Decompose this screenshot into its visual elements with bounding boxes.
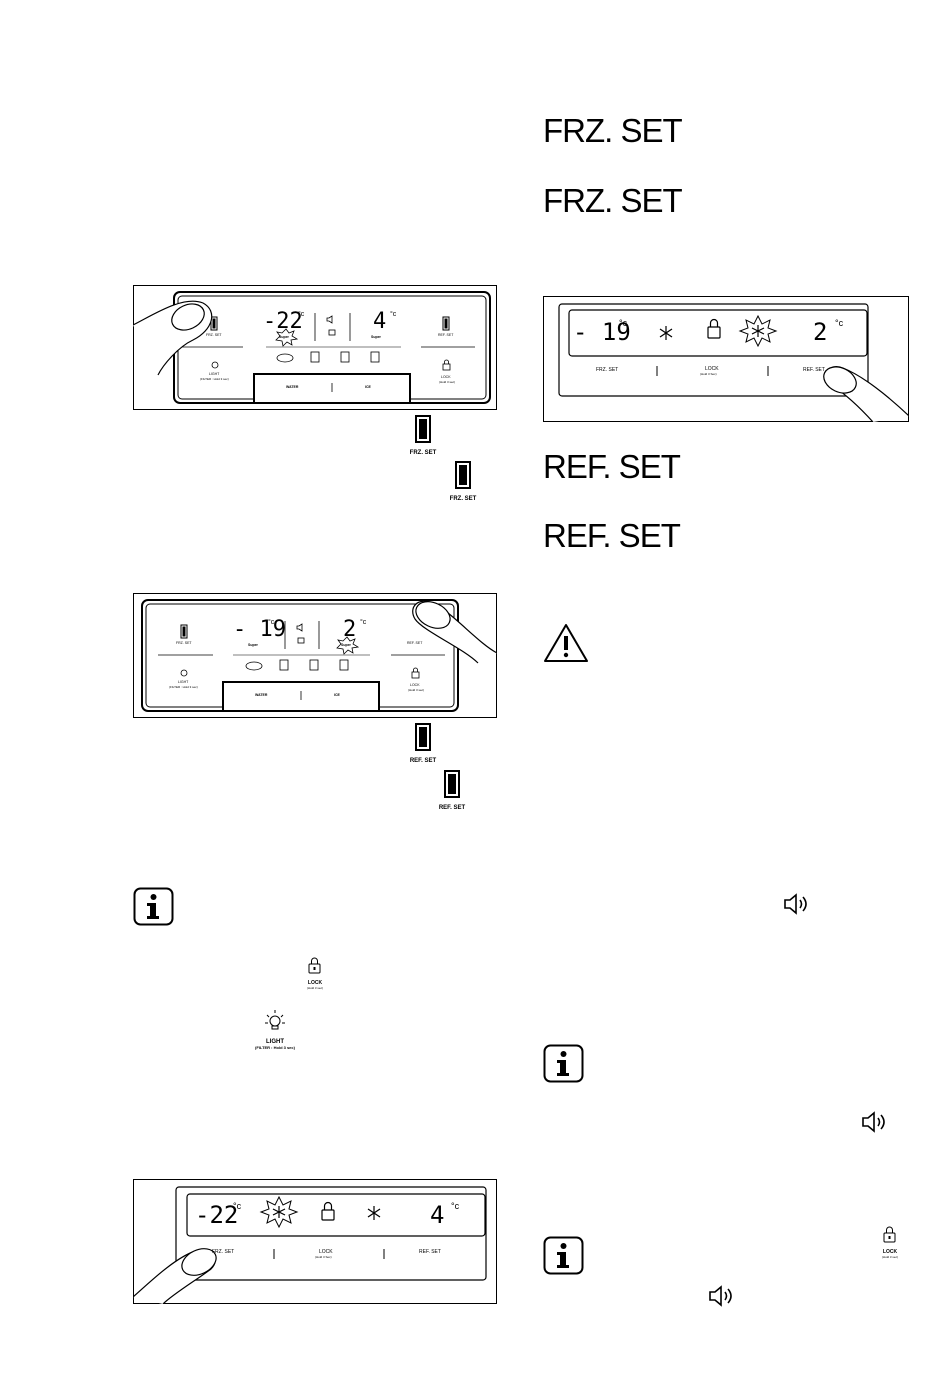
frz-set-label[interactable]: FRZ. SET xyxy=(596,367,619,373)
ref-set-label[interactable]: REF. SET xyxy=(438,333,454,337)
lock-icon-inline: LOCK (Hold 3 sec) xyxy=(300,957,330,990)
frz-deg-unit: °c xyxy=(268,619,275,626)
light-label[interactable]: LIGHT xyxy=(178,680,189,684)
ice-button[interactable]: ICE xyxy=(365,385,371,389)
lock-label[interactable]: LOCK xyxy=(410,683,420,687)
frz-set-label[interactable]: FRZ. SET xyxy=(176,641,192,645)
water-button[interactable]: WATER xyxy=(255,693,268,697)
light-label[interactable]: LIGHT xyxy=(209,372,220,376)
light-sub-label: (FILTER : Hold 3 sec) xyxy=(200,377,229,381)
super-label-right: Super xyxy=(371,335,381,339)
lock-sub-label: (Hold 3 Sec) xyxy=(700,372,717,376)
lock-sub-label: (Hold 3 sec) xyxy=(439,380,456,384)
ice-button[interactable]: ICE xyxy=(334,693,340,697)
info-icon xyxy=(133,887,175,932)
lock-sub-label: (Hold 3 sec) xyxy=(408,688,425,692)
lock-inline-label: LOCK xyxy=(882,1249,898,1255)
ref-deg-unit: °c xyxy=(360,619,367,626)
control-panel-figure-3: -22 °c 4 °c FRZ. SET LOCK (Hold 3 Sec) R… xyxy=(132,1179,497,1305)
heading-frz-set-1: FRZ. SET xyxy=(543,112,683,149)
frz-temp-display: -22 xyxy=(263,309,303,334)
info-icon xyxy=(543,1236,585,1281)
sound-icon xyxy=(860,1110,888,1139)
heading-ref-set-2: REF. SET xyxy=(543,517,681,554)
lock-inline-label: LOCK xyxy=(307,980,323,986)
ref-deg-unit: °c xyxy=(390,311,397,318)
light-icon-inline: LIGHT (FILTER : Hold 3 sec) xyxy=(248,1008,302,1050)
super-label-left: Super xyxy=(248,643,258,647)
frz-set-label[interactable]: FRZ. SET xyxy=(206,333,222,337)
ref-temp-display: 4 xyxy=(430,1201,445,1229)
control-panel-figure-2: - 19 °c 2 °c Super Super FRZ. SET REF. S… xyxy=(133,593,498,718)
frz-set-icon-b: FRZ. SET xyxy=(445,461,481,505)
ref-set-icon-b-label: REF. SET xyxy=(438,805,466,811)
frz-set-label[interactable]: FRZ. SET xyxy=(212,1249,235,1255)
ref-set-label[interactable]: REF. SET xyxy=(803,367,825,373)
frz-deg-unit: °c xyxy=(619,318,628,328)
frz-temp-display: -22 xyxy=(195,1201,239,1229)
frz-deg-unit: °c xyxy=(233,1201,242,1211)
lock-inline-sub: (Hold 3 sec) xyxy=(306,986,324,990)
ref-temp-display: 4 xyxy=(373,309,387,334)
frz-temp-display: - 19 xyxy=(573,318,631,346)
light-sub-label: (FILTER : Hold 3 sec) xyxy=(169,685,198,689)
frz-set-icon-a-label: FRZ. SET xyxy=(409,450,437,456)
ref-temp-display: 2 xyxy=(343,617,357,642)
frz-deg-unit: °c xyxy=(298,311,305,318)
ref-set-label[interactable]: REF. SET xyxy=(407,641,423,645)
frz-set-icon-a: FRZ. SET xyxy=(405,415,441,459)
lock-sub-label: (Hold 3 Sec) xyxy=(315,1255,332,1259)
light-inline-label: LIGHT xyxy=(266,1039,284,1045)
frz-set-icon-b-label: FRZ. SET xyxy=(449,496,477,502)
water-button[interactable]: WATER xyxy=(286,385,299,389)
lock-icon-inline: LOCK (Hold 3 sec) xyxy=(875,1226,905,1259)
heading-frz-set-2: FRZ. SET xyxy=(543,182,683,219)
lock-label[interactable]: LOCK xyxy=(705,366,719,372)
ref-set-label[interactable]: REF. SET xyxy=(419,1249,441,1255)
ref-set-icon-a: REF. SET xyxy=(405,723,441,767)
super-label-left: Super xyxy=(279,335,289,339)
ref-deg-unit: °c xyxy=(451,1201,460,1211)
lock-label[interactable]: LOCK xyxy=(319,1249,333,1255)
control-panel-figure-1: -22 °c 4 °c Super Super FRZ. SET REF. SE… xyxy=(132,285,497,410)
frz-temp-display: - 19 xyxy=(233,617,286,642)
ref-set-icon-b: REF. SET xyxy=(434,770,470,814)
ref-deg-unit: °c xyxy=(835,318,844,328)
sound-icon xyxy=(782,892,810,921)
ref-temp-display: 2 xyxy=(813,318,828,346)
lock-inline-sub: (Hold 3 sec) xyxy=(881,1255,899,1259)
warning-icon xyxy=(543,622,589,669)
lock-label[interactable]: LOCK xyxy=(441,375,451,379)
ref-set-icon-a-label: REF. SET xyxy=(409,758,437,764)
sound-icon xyxy=(707,1284,735,1313)
info-icon xyxy=(543,1044,585,1089)
light-inline-sub: (FILTER : Hold 3 sec) xyxy=(255,1045,295,1050)
control-panel-figure-right: - 19 °c 2 °c FRZ. SET LOCK (Hold 3 Sec) … xyxy=(543,296,910,423)
super-label-right: Super xyxy=(341,643,351,647)
heading-ref-set-1: REF. SET xyxy=(543,448,681,485)
